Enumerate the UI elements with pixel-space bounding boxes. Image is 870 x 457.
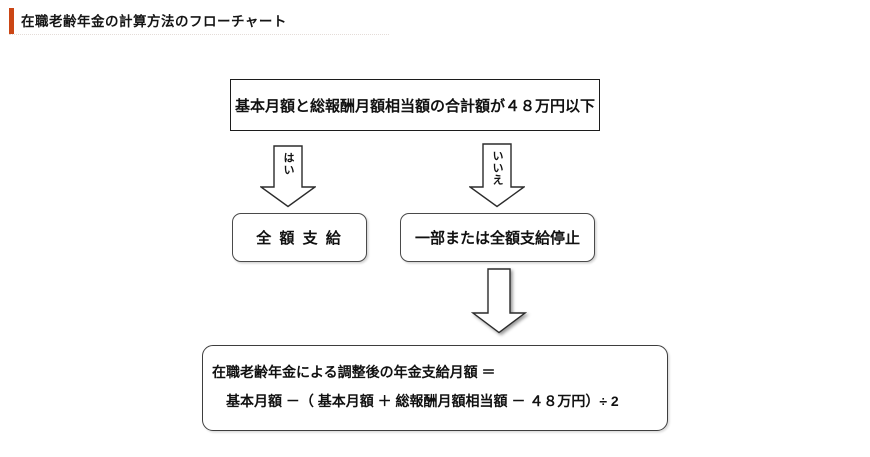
yes-arrow-icon: はい <box>260 145 316 208</box>
formula-box: 在職老齢年金による調整後の年金支給月額 ＝ 基本月額 －（ 基本月額 ＋ 総報酬… <box>202 345 668 431</box>
page-title: 在職老齢年金の計算方法のフローチャート <box>21 14 287 29</box>
yes-arrow-label: はい <box>282 152 294 176</box>
title-accent-bar <box>9 8 14 34</box>
down-block-arrow-icon <box>471 268 527 334</box>
formula-line-2: 基本月額 －（ 基本月額 ＋ 総報酬月額相当額 － ４８万円）÷ 2 <box>226 393 619 409</box>
result-arrow-icon <box>471 268 527 334</box>
formula-line-1: 在職老齢年金による調整後の年金支給月額 ＝ <box>212 364 496 380</box>
condition-box-label: 基本月額と総報酬月額相当額の合計額が４８万円以下 <box>234 97 595 115</box>
down-block-arrow-icon <box>260 145 316 208</box>
condition-box: 基本月額と総報酬月額相当額の合計額が４８万円以下 <box>230 79 600 131</box>
title-divider <box>9 34 389 35</box>
full-payment-box-label: 全 額 支 給 <box>256 230 343 247</box>
no-arrow-icon: いいえ <box>469 143 525 208</box>
full-payment-box: 全 額 支 給 <box>232 213 367 262</box>
partial-or-full-suspension-box-label: 一部または全額支給停止 <box>414 230 580 247</box>
down-block-arrow-icon <box>469 143 525 208</box>
partial-or-full-suspension-box: 一部または全額支給停止 <box>400 213 595 262</box>
no-arrow-label: いいえ <box>491 150 503 186</box>
